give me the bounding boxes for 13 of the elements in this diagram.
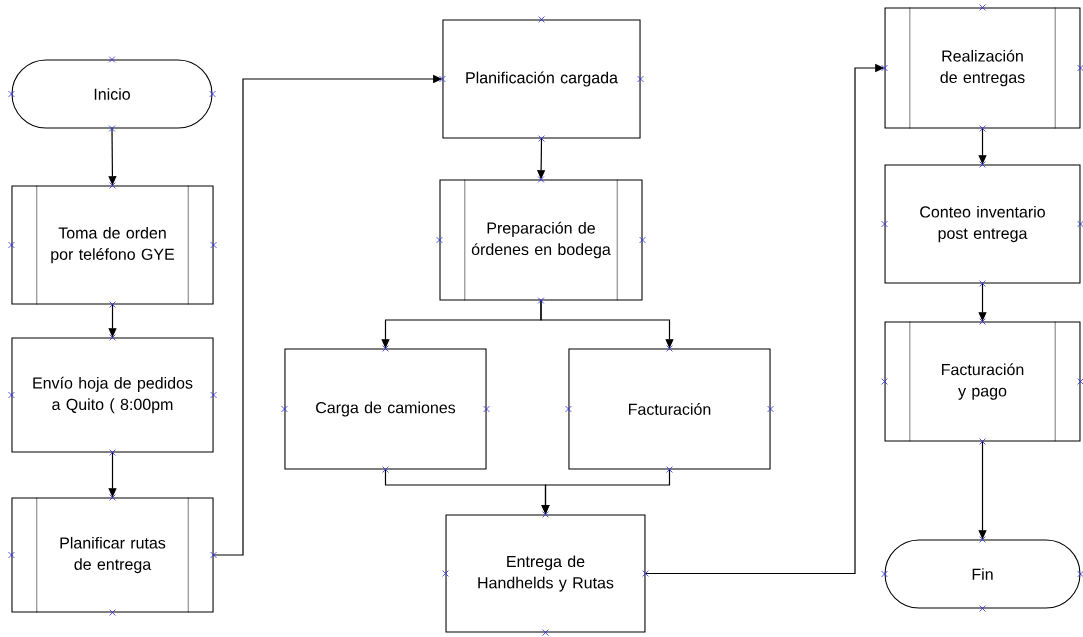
process-box: Facturación	[568, 348, 771, 470]
process-box: Envío hoja de pedidos a Quito ( 8:00pm	[11, 337, 214, 453]
subprocess-box: Preparación de órdenes en bodega	[439, 179, 643, 301]
process-box: Entrega de Handhelds y Rutas	[445, 514, 646, 633]
subprocess-box: Planificar rutas de entrega	[11, 497, 214, 613]
process-box: Conteo inventario post entrega	[884, 164, 1081, 284]
process-box: Carga de camiones	[284, 348, 487, 470]
subprocess-box: Realización de entregas	[884, 7, 1081, 129]
process-box: Planificación cargada	[442, 19, 641, 139]
terminator-box: Inicio	[11, 59, 213, 129]
terminator-box: Fin	[884, 539, 1081, 609]
subprocess-box: Facturación y pago	[884, 321, 1081, 442]
subprocess-box: Toma de orden por teléfono GYE	[11, 185, 214, 305]
